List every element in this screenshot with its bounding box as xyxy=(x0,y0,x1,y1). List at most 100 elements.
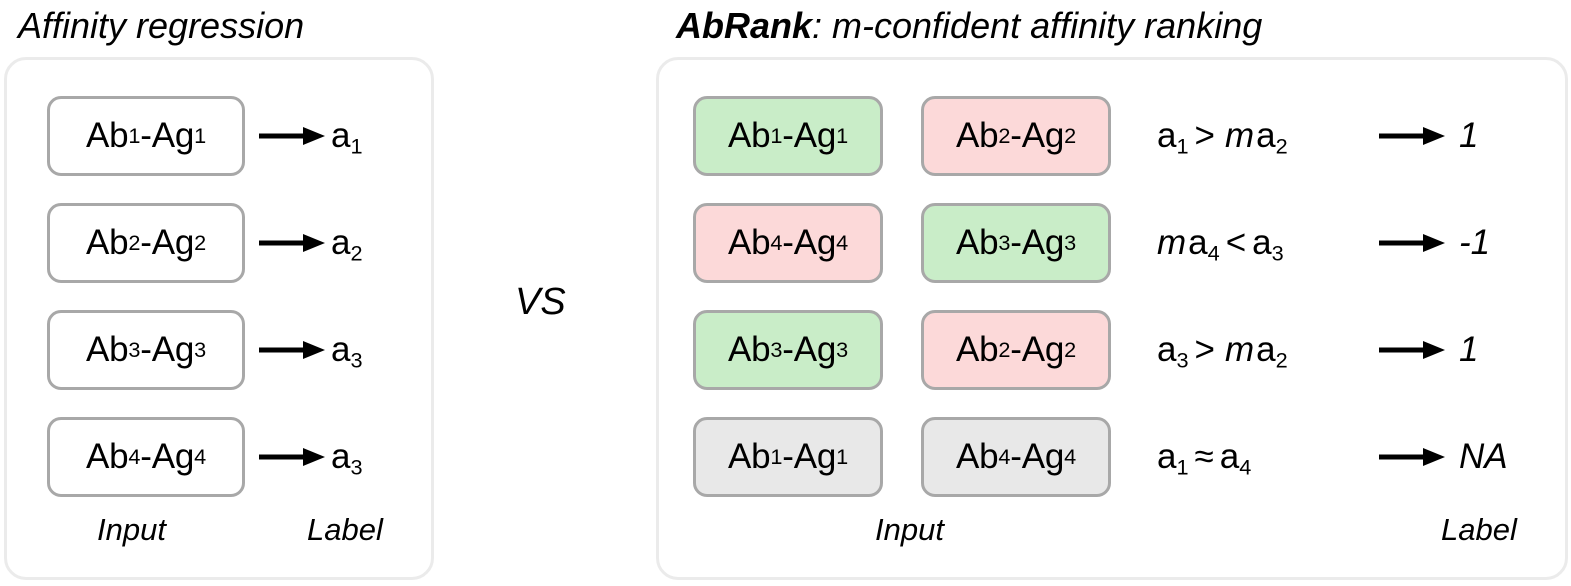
arrow-right-icon xyxy=(1379,125,1445,147)
right-panel-title-strong: AbRank xyxy=(676,5,813,46)
chip-ab-text: Ab xyxy=(955,116,999,155)
row-label-subscript: 1 xyxy=(350,133,363,159)
rank-label-value: -1 xyxy=(1459,223,1491,262)
right-panel-title: AbRank: m-confident affinity ranking xyxy=(676,2,1262,50)
row-label-subscript: 2 xyxy=(350,240,363,266)
expr-lhs: a xyxy=(1157,116,1177,155)
chip-ab-text: Ab xyxy=(727,223,771,262)
expr-lhs-subscript: 1 xyxy=(1176,454,1189,480)
expr-margin-m: m xyxy=(1224,116,1255,155)
expr-rhs-subscript: 2 xyxy=(1275,133,1288,159)
row-label: a2 xyxy=(325,223,363,266)
chip-ab-text: Ab xyxy=(85,223,129,262)
expr-margin-m: m xyxy=(1157,223,1187,262)
footer-label-label: Label xyxy=(1441,512,1517,547)
expr-rhs: a xyxy=(1219,437,1240,476)
rank-label-value: NA xyxy=(1459,437,1508,476)
comparison-expression: ma4<a3 xyxy=(1149,223,1379,266)
expr-lhs-subscript: 3 xyxy=(1176,347,1189,373)
vs-separator: VS xyxy=(515,281,566,323)
chip-ab-text: Ab xyxy=(85,116,129,155)
row-label-text: a xyxy=(331,437,351,476)
chip-ab-text: Ab xyxy=(727,116,771,155)
left-panel-title-text: Affinity regression xyxy=(18,5,305,46)
expr-rhs: a xyxy=(1256,116,1276,155)
chip-ab-text: Ab xyxy=(955,437,999,476)
chip-ag-text: -Ag xyxy=(782,437,837,476)
comparison-expression: a1>ma2 xyxy=(1149,116,1379,159)
expr-operator: < xyxy=(1225,223,1247,262)
chip-ag-text: -Ag xyxy=(140,223,195,262)
expr-operator: > xyxy=(1194,330,1215,369)
expr-lhs: a xyxy=(1157,437,1177,476)
arrow-right-icon xyxy=(1379,232,1445,254)
row-label: a3 xyxy=(325,437,363,480)
chip-ag-text: -Ag xyxy=(1010,116,1065,155)
expr-rhs: a xyxy=(1256,330,1276,369)
expr-rhs: a xyxy=(1252,223,1272,262)
chip-ag-text: -Ag xyxy=(782,116,837,155)
row-label: a1 xyxy=(325,116,363,159)
row-label-text: a xyxy=(331,330,351,369)
chip-ab-text: Ab xyxy=(955,223,999,262)
chip-ag-text: -Ag xyxy=(1010,223,1065,262)
expr-lhs: a xyxy=(1188,223,1208,262)
arrow-right-icon xyxy=(259,339,325,361)
rank-label-value: 1 xyxy=(1459,330,1479,369)
footer-input-label: Input xyxy=(97,512,166,547)
row-label-subscript: 3 xyxy=(350,454,363,480)
right-panel-title-rest: : m-confident affinity ranking xyxy=(812,5,1263,46)
chip-ag-text: -Ag xyxy=(140,116,195,155)
chip-ab-text: Ab xyxy=(727,330,771,369)
expr-rhs-subscript: 3 xyxy=(1271,240,1284,266)
expr-operator: > xyxy=(1194,116,1215,155)
chip-ab-text: Ab xyxy=(85,437,129,476)
footer-input-label: Input xyxy=(875,512,944,547)
arrow-right-icon xyxy=(259,232,325,254)
left-panel-title: Affinity regression xyxy=(18,2,304,50)
expr-lhs: a xyxy=(1157,330,1177,369)
chip-ag-text: -Ag xyxy=(782,330,837,369)
comparison-expression: a3>ma2 xyxy=(1149,330,1379,373)
chip-ag-text: -Ag xyxy=(782,223,837,262)
row-label-subscript: 3 xyxy=(350,347,363,373)
chip-ag-text: -Ag xyxy=(140,330,195,369)
chip-ag-text: -Ag xyxy=(140,437,195,476)
arrow-right-icon xyxy=(259,125,325,147)
chip-ab-text: Ab xyxy=(85,330,129,369)
expr-rhs-subscript: 2 xyxy=(1275,347,1288,373)
rank-label-value: 1 xyxy=(1459,116,1479,155)
row-label-text: a xyxy=(331,116,351,155)
expr-lhs-subscript: 1 xyxy=(1176,133,1189,159)
expr-lhs-subscript: 4 xyxy=(1207,240,1220,266)
chip-ag-text: -Ag xyxy=(1010,437,1065,476)
arrow-right-icon xyxy=(259,446,325,468)
comparison-expression: a1≈a4 xyxy=(1149,437,1379,480)
row-label-text: a xyxy=(331,223,351,262)
arrow-right-icon xyxy=(1379,446,1445,468)
expr-rhs-subscript: 4 xyxy=(1239,454,1252,480)
